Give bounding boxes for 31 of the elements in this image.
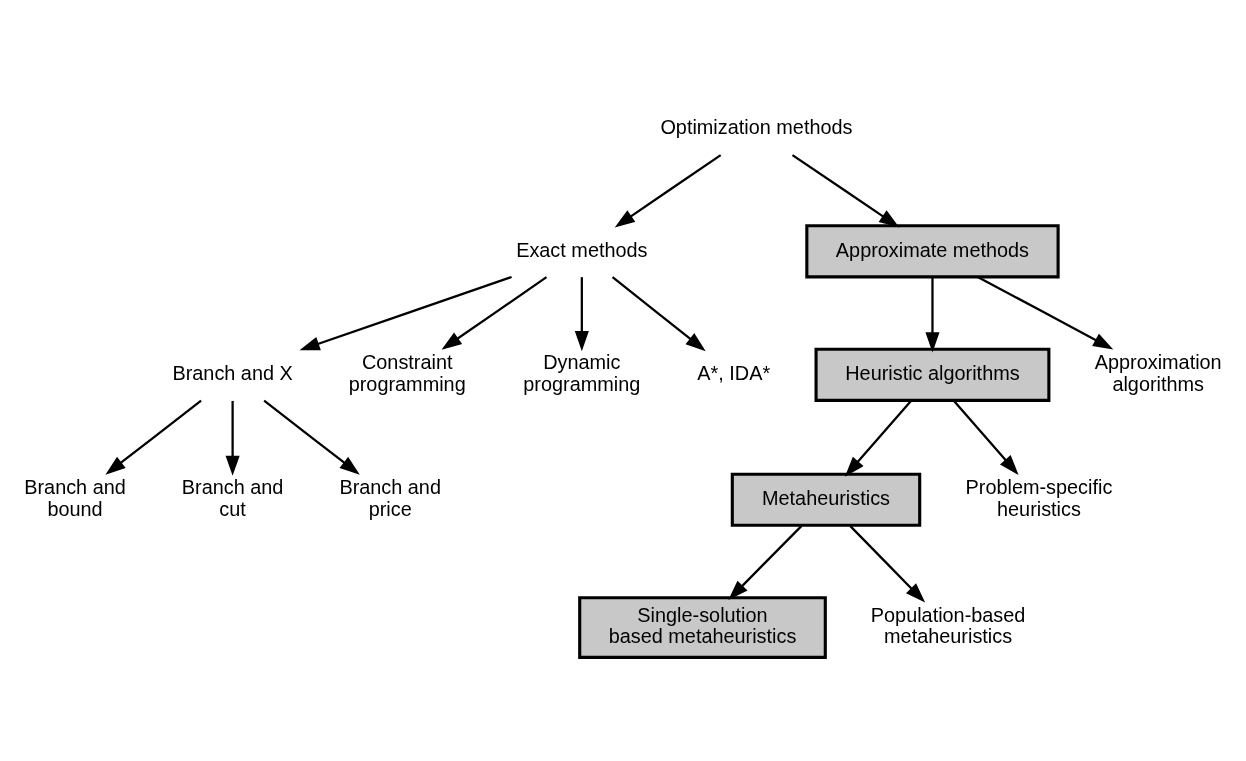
arrow	[977, 276, 1114, 350]
node-text: Constraint programming	[348, 351, 466, 395]
arrow	[844, 400, 912, 477]
node-text: Branch and cut	[181, 476, 284, 520]
arrow	[849, 525, 926, 603]
node-box: Approximate methods	[805, 224, 1060, 279]
node-box: Metaheuristics	[730, 472, 922, 527]
node-text: A*, IDA*	[697, 362, 771, 385]
arrow	[441, 276, 548, 350]
arrow	[225, 400, 240, 476]
arrow	[614, 154, 722, 228]
arrow	[105, 399, 202, 475]
arrow	[299, 275, 512, 351]
node-text: Population-based metaheuristics	[870, 604, 1026, 648]
arrow	[953, 400, 1019, 475]
node-text: Approximation algorithms	[1094, 351, 1222, 395]
node-text: Branch and bound	[24, 476, 126, 520]
arrow	[611, 276, 706, 352]
node-text: Optimization methods	[660, 116, 853, 139]
node-text: Branch and X	[172, 362, 293, 385]
node-text: Branch and price	[339, 476, 441, 520]
node-text: Problem-specific heuristics	[965, 476, 1113, 520]
node-box: Single-solution based metaheuristics	[578, 596, 827, 659]
arrow	[263, 399, 360, 475]
node-text: Dynamic programming	[523, 351, 641, 395]
node-box: Heuristic algorithms	[814, 347, 1051, 402]
arrow	[791, 154, 900, 228]
arrow	[925, 277, 940, 353]
arrow	[574, 277, 589, 352]
arrow	[728, 525, 803, 600]
node-text: Exact methods	[516, 238, 648, 261]
